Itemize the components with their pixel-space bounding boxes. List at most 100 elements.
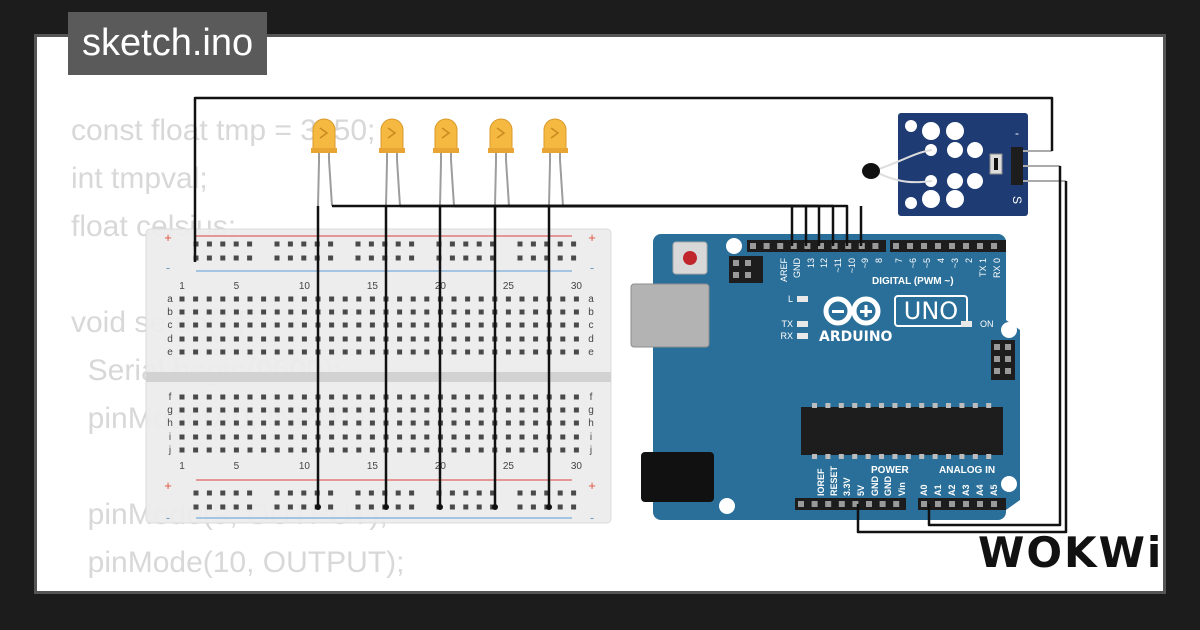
breadboard-hole[interactable] (410, 434, 416, 440)
breadboard-hole[interactable] (356, 434, 362, 440)
breadboard-hole[interactable] (288, 336, 294, 342)
breadboard-hole[interactable] (261, 322, 267, 328)
breadboard-hole[interactable] (233, 349, 239, 355)
breadboard-hole[interactable] (560, 447, 566, 453)
breadboard-hole[interactable] (274, 349, 280, 355)
rail-hole[interactable] (395, 255, 401, 261)
breadboard-hole[interactable] (424, 309, 430, 315)
breadboard-hole[interactable] (247, 420, 253, 426)
breadboard-hole[interactable] (424, 322, 430, 328)
rail-hole[interactable] (274, 490, 280, 496)
breadboard-hole[interactable] (288, 434, 294, 440)
breadboard-hole[interactable] (288, 309, 294, 315)
rail-hole[interactable] (328, 241, 334, 247)
header-pin[interactable] (838, 501, 845, 507)
rail-hole[interactable] (193, 504, 199, 510)
breadboard-hole[interactable] (356, 407, 362, 413)
header-pin[interactable] (804, 243, 811, 249)
rail-hole[interactable] (247, 255, 253, 261)
breadboard-hole[interactable] (193, 434, 199, 440)
breadboard-hole[interactable] (206, 309, 212, 315)
breadboard-hole[interactable] (233, 394, 239, 400)
breadboard-hole[interactable] (560, 336, 566, 342)
rail-hole[interactable] (287, 490, 293, 496)
breadboard-hole[interactable] (356, 447, 362, 453)
breadboard-hole[interactable] (356, 296, 362, 302)
rail-hole[interactable] (395, 241, 401, 247)
header-pin[interactable] (866, 501, 872, 507)
rail-hole[interactable] (476, 490, 482, 496)
breadboard-hole[interactable] (342, 296, 348, 302)
breadboard-hole[interactable] (533, 349, 539, 355)
breadboard-hole[interactable] (369, 434, 375, 440)
rail-hole[interactable] (476, 504, 482, 510)
breadboard-hole[interactable] (369, 394, 375, 400)
breadboard-hole[interactable] (301, 394, 307, 400)
header-pin[interactable] (811, 501, 818, 507)
header-pin[interactable] (991, 243, 997, 249)
breadboard-hole[interactable] (288, 322, 294, 328)
rail-hole[interactable] (206, 504, 212, 510)
breadboard-hole[interactable] (233, 447, 239, 453)
breadboard-hole[interactable] (247, 407, 253, 413)
breadboard-hole[interactable] (247, 309, 253, 315)
rail-hole[interactable] (530, 241, 536, 247)
led[interactable] (488, 118, 514, 207)
breadboard-hole[interactable] (301, 322, 307, 328)
header-pin[interactable] (790, 243, 797, 249)
breadboard-hole[interactable] (451, 407, 457, 413)
breadboard-hole[interactable] (519, 420, 525, 426)
rail-hole[interactable] (409, 490, 415, 496)
rail-hole[interactable] (247, 241, 253, 247)
breadboard-hole[interactable] (573, 407, 579, 413)
breadboard-hole[interactable] (424, 407, 430, 413)
rail-hole[interactable] (220, 255, 226, 261)
breadboard-hole[interactable] (288, 420, 294, 426)
rail-hole[interactable] (490, 255, 496, 261)
breadboard-hole[interactable] (519, 336, 525, 342)
breadboard-hole[interactable] (465, 336, 471, 342)
breadboard-hole[interactable] (247, 296, 253, 302)
breadboard-hole[interactable] (288, 447, 294, 453)
breadboard-hole[interactable] (274, 309, 280, 315)
breadboard-hole[interactable] (274, 336, 280, 342)
breadboard-hole[interactable] (220, 296, 226, 302)
breadboard-hole[interactable] (478, 296, 484, 302)
led[interactable] (379, 118, 405, 207)
rail-hole[interactable] (557, 490, 563, 496)
header-pin[interactable] (949, 243, 955, 249)
breadboard-hole[interactable] (465, 309, 471, 315)
rail-hole[interactable] (395, 490, 401, 496)
breadboard-hole[interactable] (369, 420, 375, 426)
breadboard-hole[interactable] (206, 434, 212, 440)
breadboard-hole[interactable] (397, 296, 403, 302)
breadboard-hole[interactable] (247, 349, 253, 355)
rail-hole[interactable] (517, 241, 523, 247)
breadboard-hole[interactable] (410, 309, 416, 315)
breadboard-hole[interactable] (261, 296, 267, 302)
breadboard-hole[interactable] (274, 407, 280, 413)
rail-hole[interactable] (544, 490, 550, 496)
breadboard-hole[interactable] (206, 336, 212, 342)
breadboard-hole[interactable] (233, 336, 239, 342)
header-pin[interactable] (777, 243, 784, 249)
rail-hole[interactable] (571, 255, 577, 261)
header-pin[interactable] (825, 501, 832, 507)
breadboard-hole[interactable] (505, 336, 511, 342)
breadboard-hole[interactable] (342, 434, 348, 440)
breadboard-hole[interactable] (369, 309, 375, 315)
breadboard-hole[interactable] (519, 322, 525, 328)
breadboard-hole[interactable] (342, 349, 348, 355)
breadboard-hole[interactable] (220, 322, 226, 328)
breadboard-hole[interactable] (356, 349, 362, 355)
breadboard-hole[interactable] (478, 420, 484, 426)
breadboard-hole[interactable] (274, 394, 280, 400)
reset-button-cap[interactable] (683, 251, 697, 265)
breadboard-hole[interactable] (193, 322, 199, 328)
breadboard-hole[interactable] (356, 336, 362, 342)
breadboard-hole[interactable] (533, 322, 539, 328)
breadboard-hole[interactable] (478, 434, 484, 440)
breadboard-hole[interactable] (397, 434, 403, 440)
rail-hole[interactable] (544, 255, 550, 261)
breadboard-hole[interactable] (533, 420, 539, 426)
